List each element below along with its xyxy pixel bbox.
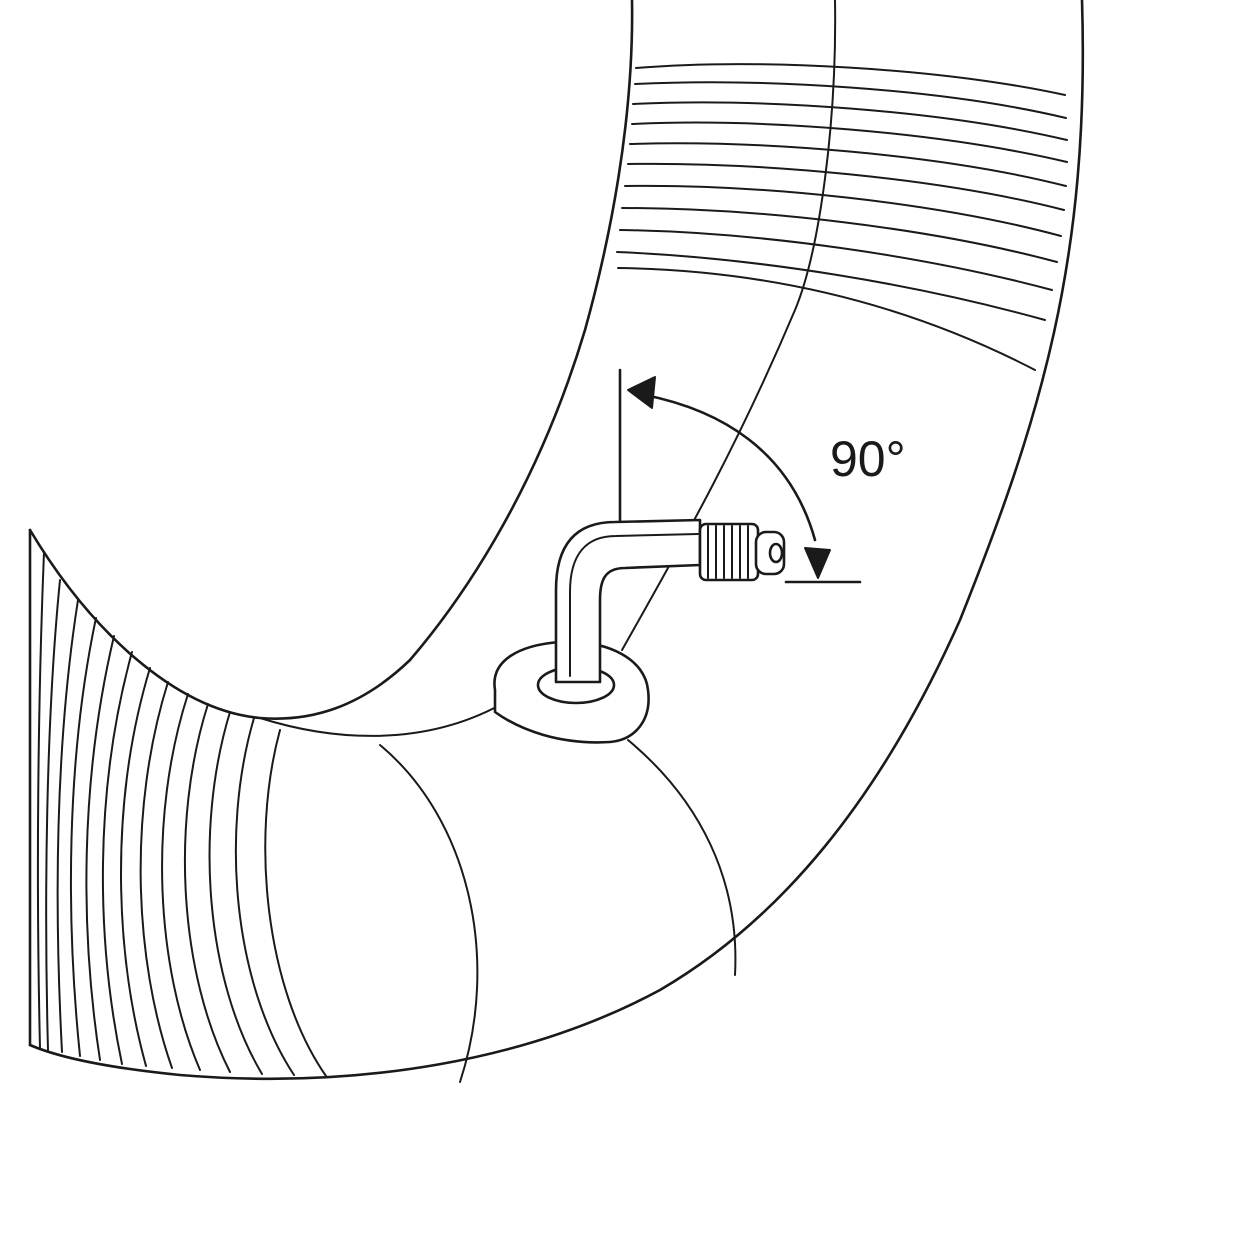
valve-cap-icon [698, 522, 786, 582]
top-mold-ridges [616, 63, 1068, 371]
rotation-arrow-icon [627, 376, 831, 579]
valve-stem [554, 518, 702, 684]
band-line-right [627, 739, 737, 976]
tube-inner-edge [28, 0, 634, 720]
left-mold-ridges [36, 551, 327, 1077]
tube-outer-edge [28, 0, 1085, 1081]
angle-label: 90° [830, 431, 906, 487]
valve-stem-highlight [569, 533, 699, 677]
band-top-line [259, 704, 501, 737]
band-line-left [379, 744, 479, 1083]
